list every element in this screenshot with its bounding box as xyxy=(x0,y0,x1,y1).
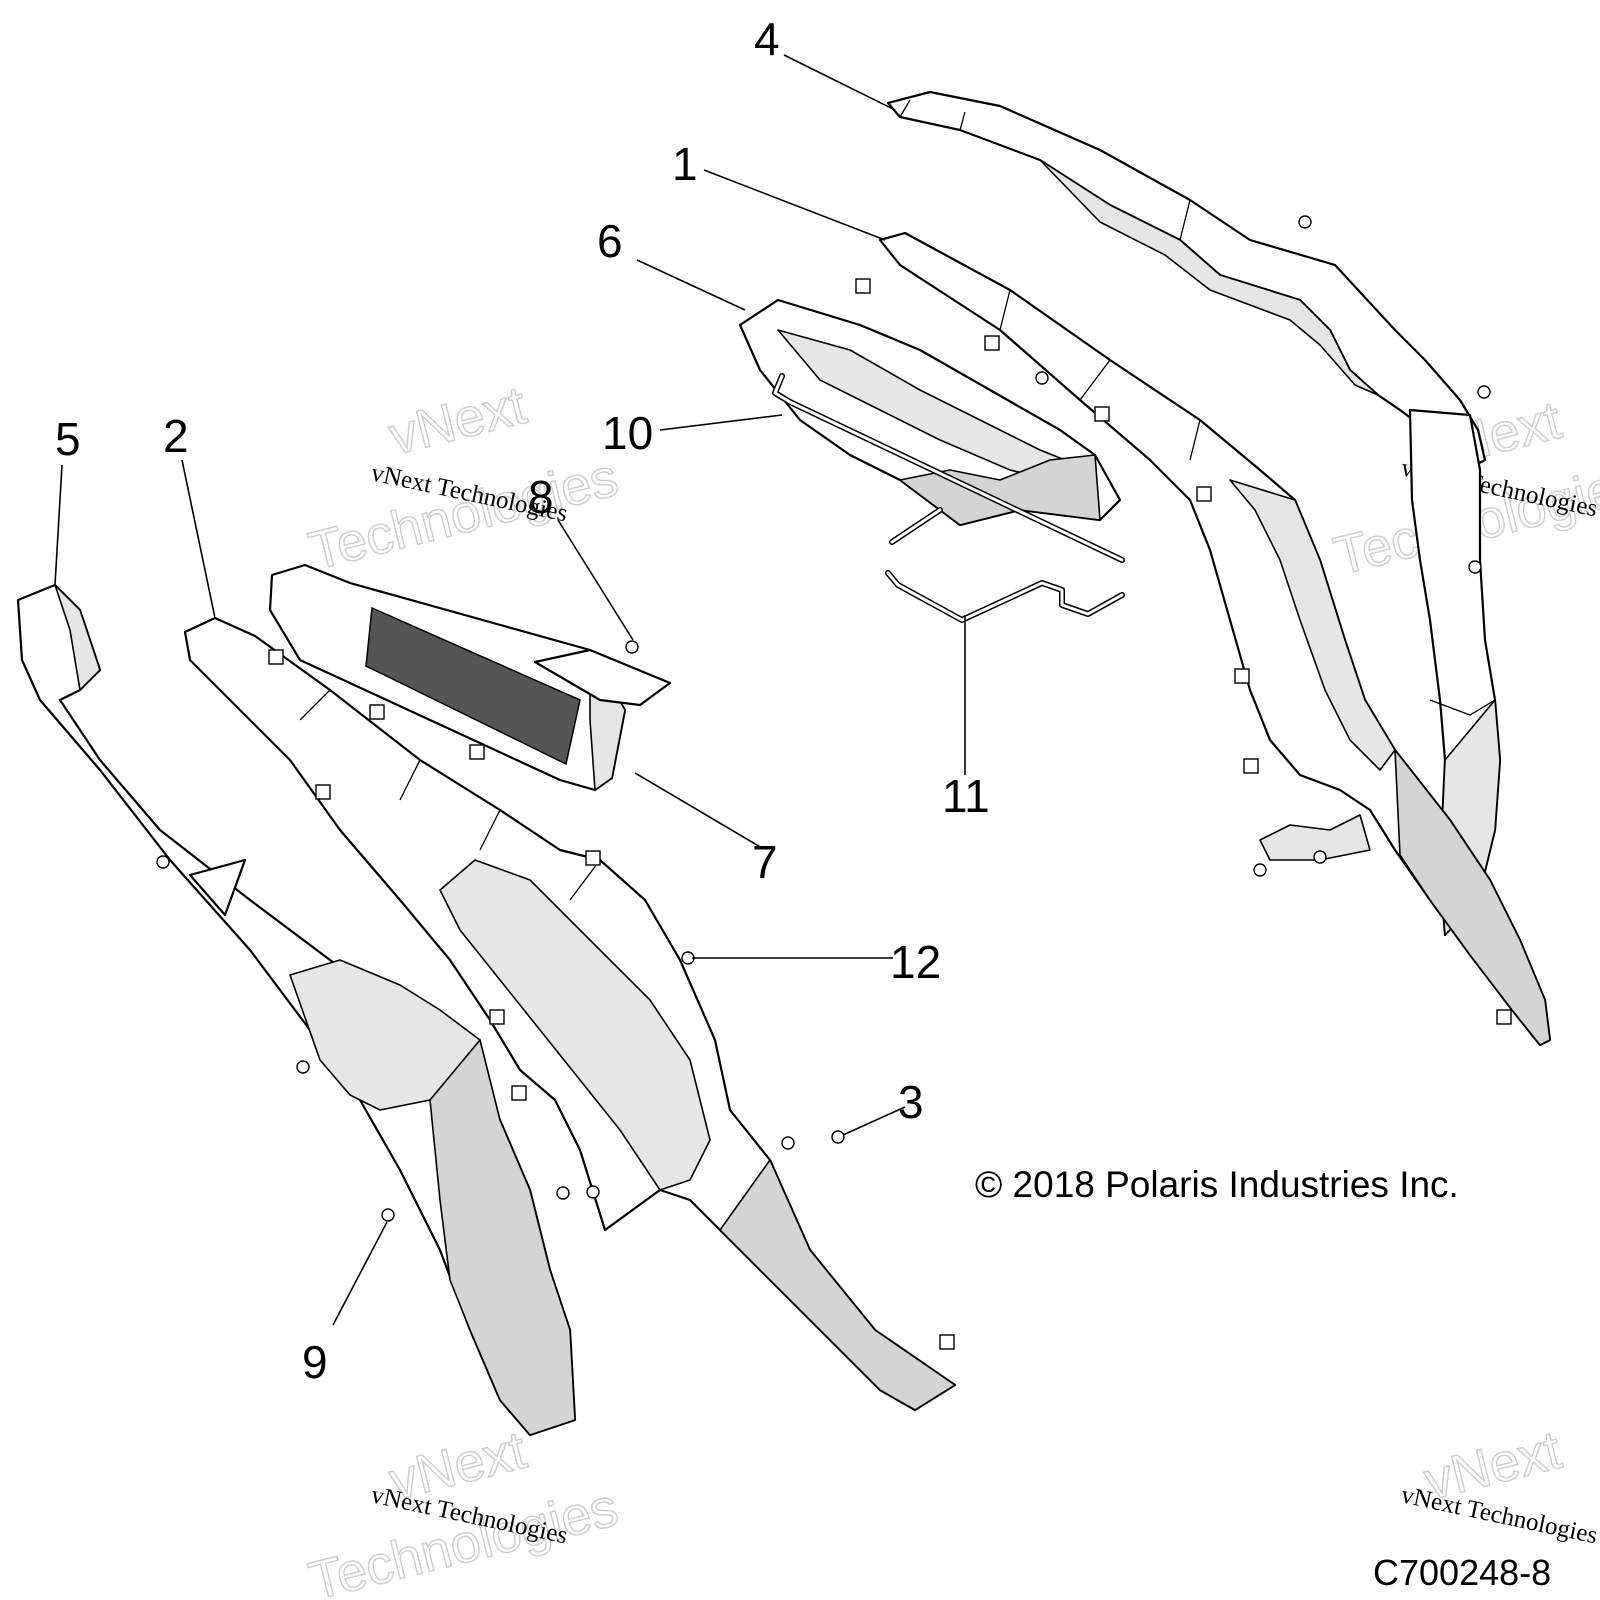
clip xyxy=(268,649,284,665)
callout-2: 2 xyxy=(163,410,189,462)
clip xyxy=(369,704,385,720)
leader-lines xyxy=(54,54,966,1326)
clip xyxy=(939,1334,955,1350)
clip xyxy=(315,784,331,800)
drawing-number: C700248-8 xyxy=(1373,1552,1551,1593)
screw xyxy=(1477,385,1491,399)
screw xyxy=(625,640,639,654)
clip xyxy=(585,850,601,866)
callout-9: 9 xyxy=(302,1336,328,1388)
part-7-grille-box xyxy=(268,563,672,792)
watermark-top-left: vNext Technologies vNext Technologies xyxy=(303,374,625,582)
callout-5: 5 xyxy=(55,413,81,465)
clip xyxy=(984,335,1000,351)
callout-3: 3 xyxy=(898,1076,924,1128)
callout-12: 12 xyxy=(890,936,941,988)
callout-labels: 4 1 6 2 5 10 8 11 7 12 3 9 xyxy=(55,13,990,1388)
clip xyxy=(1234,668,1250,684)
screw xyxy=(556,1186,570,1200)
part-2-lower-panel xyxy=(183,616,957,1412)
clip xyxy=(855,278,871,294)
svg-text:vNext: vNext xyxy=(383,375,531,467)
part-6-center-panel xyxy=(738,298,1122,527)
screw xyxy=(296,1060,310,1074)
clip xyxy=(1496,1009,1512,1025)
callout-7: 7 xyxy=(752,836,778,888)
callout-1: 1 xyxy=(672,138,698,190)
clip xyxy=(511,1085,527,1101)
watermark-bottom-right: vNext vNext Technologies xyxy=(1399,1419,1600,1549)
callout-10: 10 xyxy=(602,407,653,459)
screw xyxy=(156,855,170,869)
copyright-notice: © 2018 Polaris Industries Inc. xyxy=(975,1164,1459,1205)
clip xyxy=(489,1009,505,1025)
callout-6: 6 xyxy=(597,215,623,267)
part-10-rod xyxy=(772,373,1125,563)
clip xyxy=(1094,406,1110,422)
clip xyxy=(469,744,485,760)
screw xyxy=(1313,850,1327,864)
svg-text:Technologies: Technologies xyxy=(303,447,623,581)
callout-11: 11 xyxy=(942,770,990,822)
part-5-side-panel xyxy=(16,583,577,1437)
callout-8: 8 xyxy=(528,471,554,523)
screw xyxy=(1253,863,1267,877)
screw xyxy=(1468,560,1482,574)
part-1-upper-panel xyxy=(878,231,1552,1047)
screw xyxy=(1035,371,1049,385)
clip xyxy=(1243,758,1259,774)
screw xyxy=(586,1185,600,1199)
screw xyxy=(831,1130,845,1144)
callout-4: 4 xyxy=(754,13,780,65)
screw xyxy=(781,1136,795,1150)
screw xyxy=(381,1208,395,1222)
part-11-bent-rod xyxy=(885,570,1125,623)
svg-text:Technologies: Technologies xyxy=(303,1477,623,1600)
fastener-clips xyxy=(156,215,1512,1350)
clip xyxy=(1196,486,1212,502)
screw xyxy=(1298,215,1312,229)
watermark-bottom-left: vNext Technologies vNext Technologies xyxy=(303,1419,625,1600)
